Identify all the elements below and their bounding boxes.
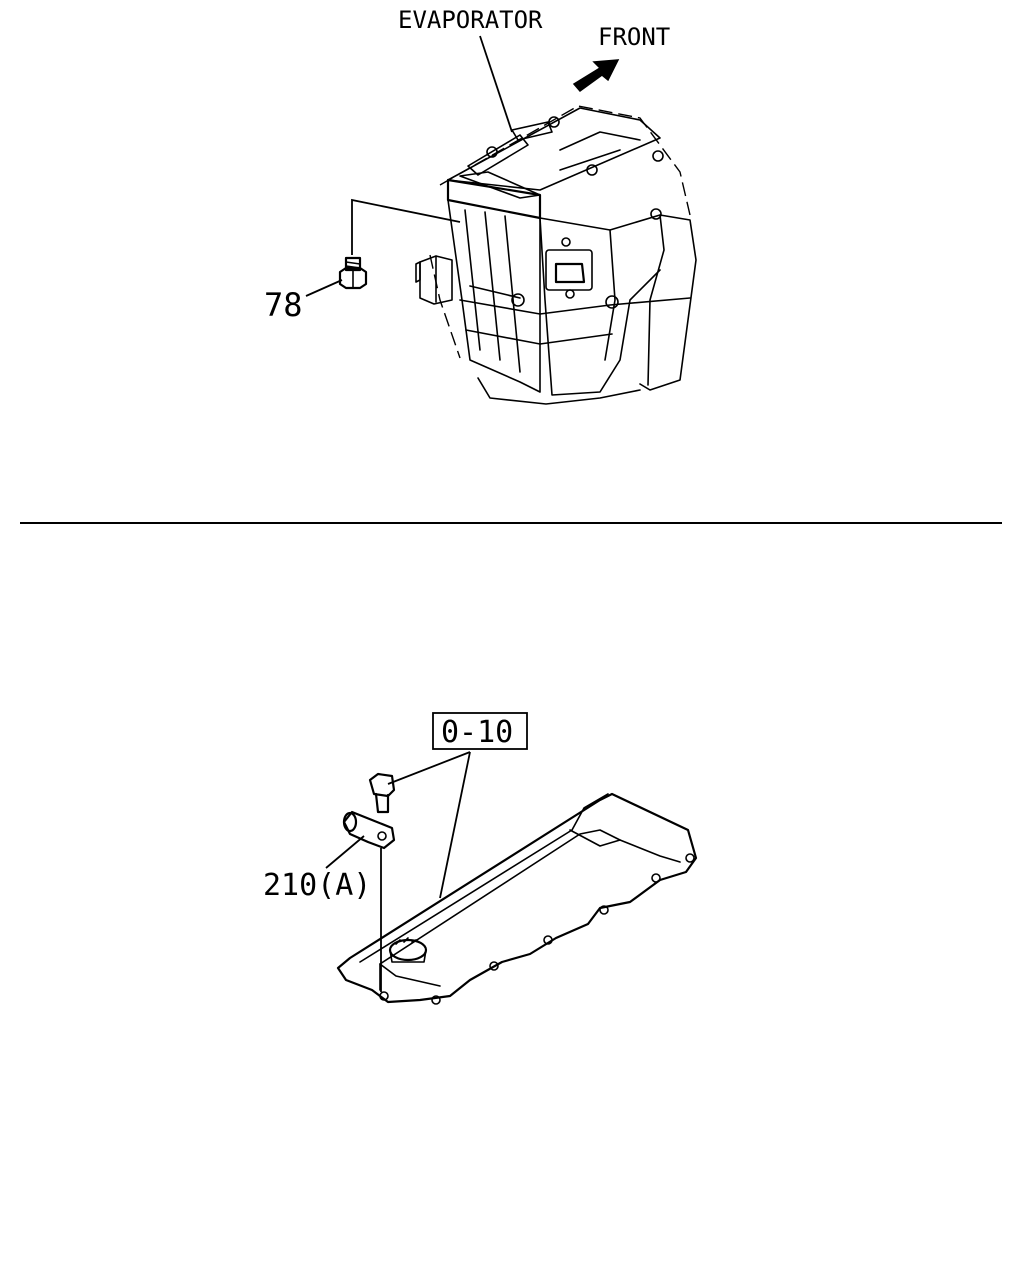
reference-box-label: 0-10 [441, 715, 513, 750]
evaporator-unit-drawing [415, 105, 697, 405]
bolt-78-leader-line [305, 279, 343, 297]
clamp-leader-line [325, 835, 365, 869]
reference-box-frame [432, 712, 528, 750]
clamp-icon [342, 810, 396, 850]
arrow-icon [572, 59, 620, 93]
evaporator-leader-line [479, 35, 513, 133]
reference-leader-cover [439, 751, 471, 899]
lower-view: 0-10 210(A) [263, 712, 698, 1005]
bolt-78-icon [338, 256, 368, 290]
front-label: FRONT [598, 23, 670, 51]
clamp-callout: 210(A) [263, 868, 371, 903]
upper-view: EVAPORATOR FRONT [264, 6, 697, 405]
bolt-78-callout: 78 [264, 286, 303, 324]
cover-drawing [336, 792, 698, 1005]
reference-leader-bolt [387, 751, 471, 785]
cover-bolt-icon [368, 772, 396, 814]
bolt-bracket-line [351, 198, 461, 255]
evaporator-label: EVAPORATOR [398, 6, 543, 34]
